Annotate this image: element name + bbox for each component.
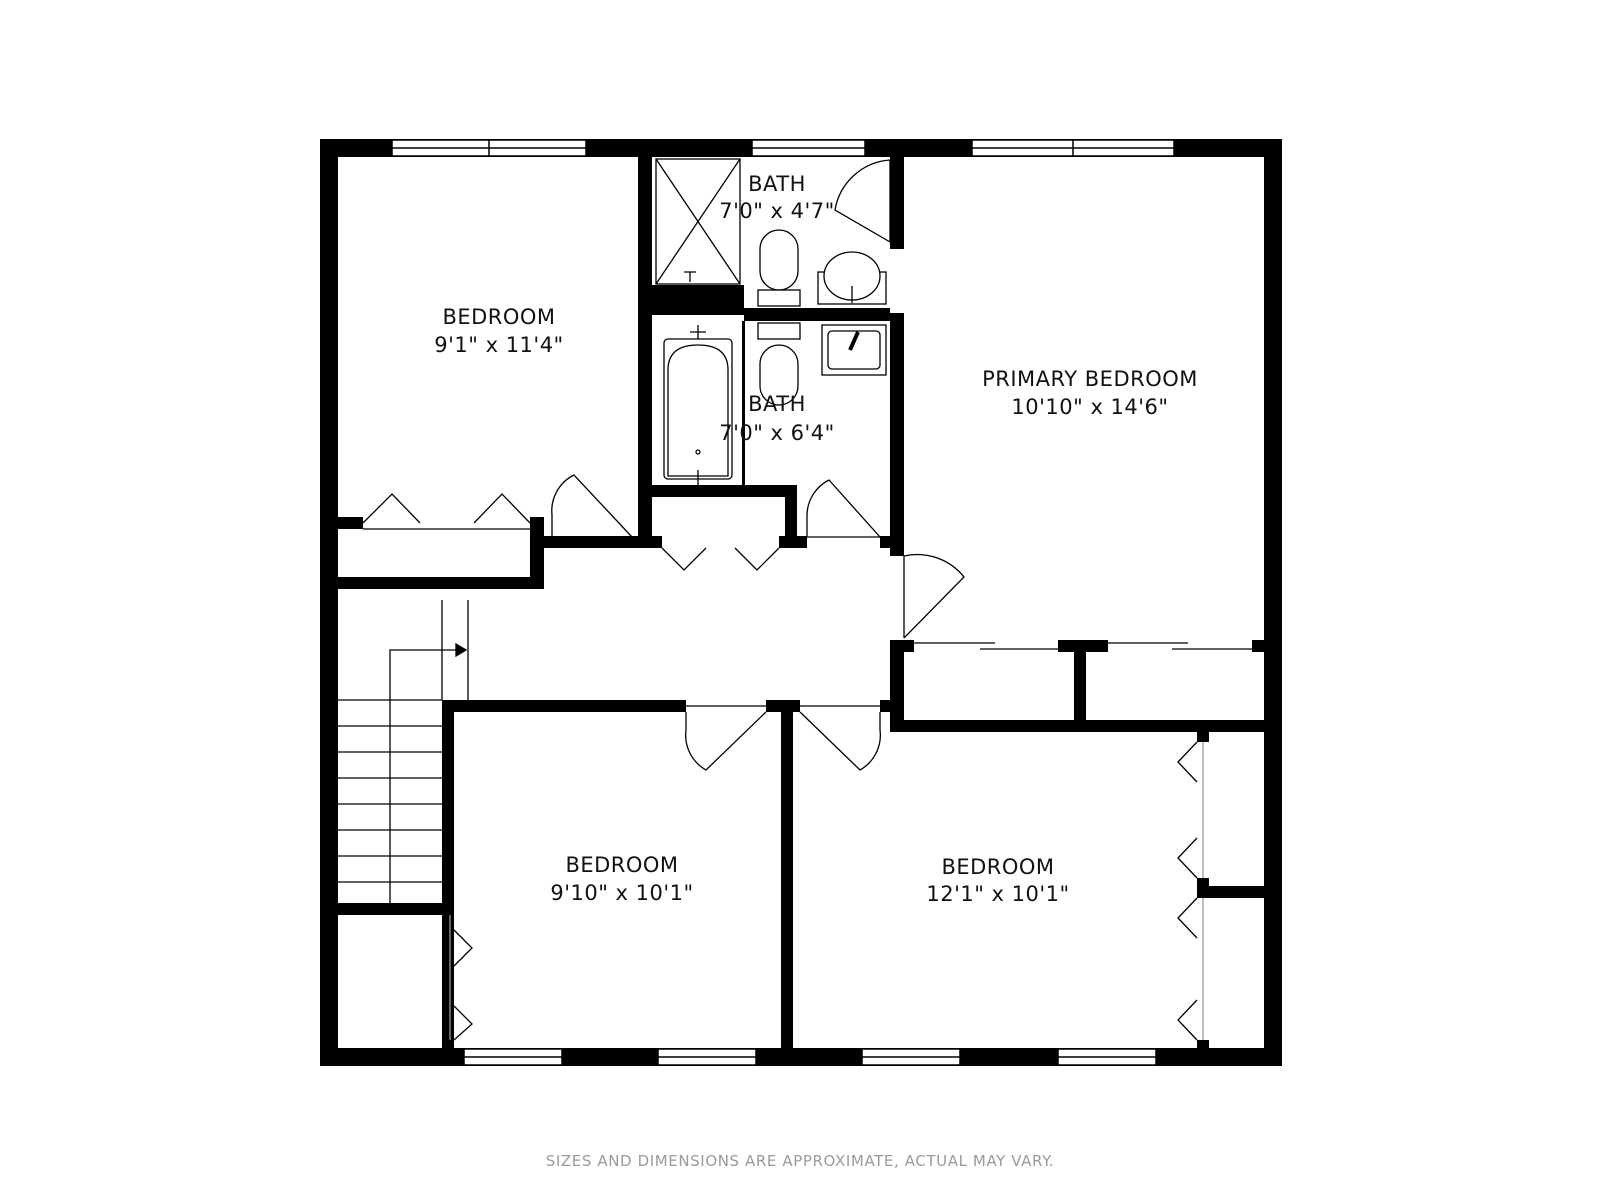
doors (362, 159, 1252, 1041)
bifold-se-closet-lower (1177, 897, 1204, 1041)
door-bath-upper (834, 159, 891, 243)
room-dims-bath-lower: 7'0" x 6'4" (719, 421, 835, 445)
window-sw-2 (657, 1048, 757, 1066)
door-sw-bedroom (685, 705, 767, 771)
room-name-bedroom-nw: BEDROOM (442, 305, 555, 329)
sliding-closet-primary (914, 642, 1252, 650)
bifold-nw-closet (362, 493, 531, 530)
room-dims-bath-upper: 7'0" x 4'7" (719, 199, 835, 223)
room-dims-bedroom-nw: 9'1" x 11'4" (434, 333, 563, 357)
stairs (338, 600, 469, 903)
sink-lower (821, 324, 887, 376)
bifold-se-closet-upper (1177, 741, 1204, 879)
windows (391, 139, 1175, 1066)
room-labels: BEDROOM 9'1" x 11'4" BATH 7'0" x 4'7" BA… (434, 172, 1198, 906)
room-dims-bedroom-sw: 9'10" x 10'1" (550, 881, 693, 905)
window-bath (751, 139, 866, 157)
room-dims-primary-bedroom: 10'10" x 14'6" (1011, 395, 1168, 419)
room-name-bedroom-se: BEDROOM (941, 855, 1054, 879)
window-primary (971, 139, 1175, 157)
door-primary-bedroom (903, 553, 965, 639)
tub (663, 325, 733, 485)
room-name-bedroom-sw: BEDROOM (565, 853, 678, 877)
door-nw-bedroom (551, 474, 633, 538)
door-se-bedroom (799, 705, 881, 771)
room-name-primary-bedroom: PRIMARY BEDROOM (982, 367, 1198, 391)
toilet-upper (757, 229, 801, 307)
bifold-sw-closet (449, 915, 473, 1041)
shower-stall (655, 158, 741, 285)
stair-arrow-icon (455, 642, 468, 658)
window-sw-1 (463, 1048, 563, 1066)
exterior-walls (320, 139, 1282, 1066)
fixtures (655, 158, 887, 485)
window-se-2 (1057, 1048, 1157, 1066)
door-bath-lower (806, 479, 881, 538)
room-name-bath-upper: BATH (748, 172, 806, 196)
interior-walls (338, 157, 1264, 1048)
window-se-1 (861, 1048, 961, 1066)
disclaimer-text: SIZES AND DIMENSIONS ARE APPROXIMATE, AC… (545, 1152, 1055, 1170)
window-nw (391, 139, 587, 157)
room-dims-bedroom-se: 12'1" x 10'1" (926, 882, 1069, 906)
room-name-bath-lower: BATH (748, 392, 806, 416)
sink-upper (817, 251, 887, 305)
toilet-lower (757, 322, 801, 406)
bifold-linen-closet (661, 547, 780, 571)
